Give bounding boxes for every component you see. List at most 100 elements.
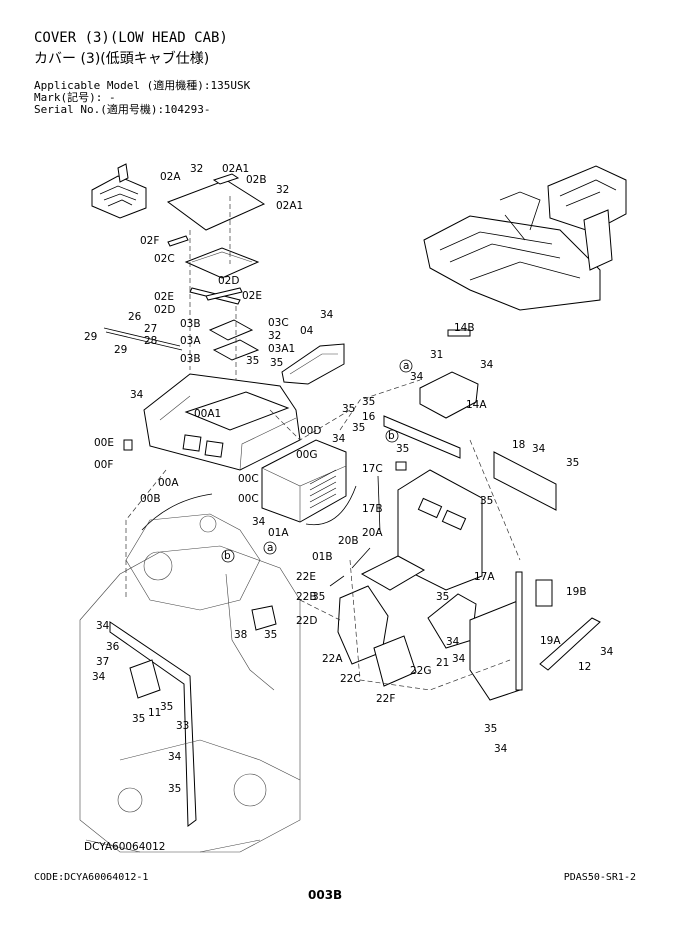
callout-label: 35 bbox=[312, 591, 325, 603]
part-22F bbox=[373, 635, 417, 687]
callout-label: 00C bbox=[238, 493, 259, 505]
callout-label: 17B bbox=[362, 503, 383, 515]
applicable-model: Applicable Model (適用機種):135USK bbox=[34, 79, 251, 92]
callout-label: 22B bbox=[296, 591, 317, 603]
callout-label: 35 bbox=[480, 495, 493, 507]
callout-label: 34 bbox=[452, 653, 466, 665]
callout-label: 35 bbox=[264, 629, 277, 641]
callout-label: 32 bbox=[190, 163, 203, 175]
part-01A bbox=[261, 439, 347, 523]
callout-label: 35 bbox=[168, 783, 181, 795]
callout-label: 01B bbox=[312, 551, 333, 563]
callout-label: 35 bbox=[396, 443, 409, 455]
callout-label: 22G bbox=[410, 665, 432, 677]
serial-number: Serial No.(適用号機):104293- bbox=[34, 103, 211, 116]
callout-label: 20A bbox=[362, 527, 383, 539]
callout-label: 03A bbox=[180, 335, 201, 347]
title-english: COVER (3)(LOW HEAD CAB) bbox=[34, 30, 228, 46]
assembly-lines bbox=[125, 196, 521, 691]
callout-label: 03B bbox=[180, 318, 201, 330]
callout-label: 34 bbox=[600, 646, 614, 658]
callout-label: 29 bbox=[114, 344, 127, 356]
callout-label: 22C bbox=[340, 673, 361, 685]
part-02A bbox=[166, 179, 266, 231]
callout-label: 03C bbox=[268, 317, 289, 329]
callout-label: 22F bbox=[376, 693, 395, 705]
callout-label: 04 bbox=[300, 325, 314, 337]
callout-label: 02A bbox=[160, 171, 181, 183]
callout-label: 35 bbox=[270, 357, 283, 369]
part-14A bbox=[419, 371, 479, 419]
callout-label: 14A bbox=[466, 399, 487, 411]
callout-label: 21 bbox=[436, 657, 449, 669]
circle-ref-b-2: b bbox=[221, 549, 235, 563]
footer-ref: PDAS50-SR1-2 bbox=[563, 872, 636, 883]
callout-label: 35 bbox=[160, 701, 173, 713]
callout-label: 34 bbox=[332, 433, 346, 445]
callout-label: 02D bbox=[154, 304, 175, 316]
callout-label: 35 bbox=[132, 713, 145, 725]
callout-label: 17C bbox=[362, 463, 383, 475]
callout-label: 34 bbox=[168, 751, 182, 763]
callout-label: 26 bbox=[128, 311, 142, 323]
part-18 bbox=[493, 451, 557, 511]
callout-label: 22E bbox=[296, 571, 316, 583]
callout-label: 17A bbox=[474, 571, 495, 583]
callout-label: 02E bbox=[154, 291, 174, 303]
callout-label: 00A bbox=[158, 477, 179, 489]
page-number: 003B bbox=[308, 888, 343, 902]
thumbnail-machine bbox=[423, 165, 627, 311]
callout-label: 00D bbox=[300, 425, 321, 437]
footer-code: CODE:DCYA60064012-1 bbox=[34, 872, 149, 883]
callout-label: 02F bbox=[140, 235, 159, 247]
callout-label: 02B bbox=[246, 174, 267, 186]
callout-label: 32 bbox=[276, 184, 289, 196]
callout-label: 00B bbox=[140, 493, 161, 505]
callout-label: 35 bbox=[566, 457, 579, 469]
callout-label: 00F bbox=[94, 459, 113, 471]
callout-label: 03A1 bbox=[268, 343, 295, 355]
callout-label: 02E bbox=[242, 290, 262, 302]
callout-label: 35 bbox=[342, 403, 355, 415]
callout-label: 35 bbox=[436, 591, 449, 603]
callout-label: 02C bbox=[154, 253, 175, 265]
callout-label: 02A1 bbox=[222, 163, 249, 175]
part-12 bbox=[539, 617, 601, 671]
callout-label: 03B bbox=[180, 353, 201, 365]
part-11 bbox=[109, 621, 197, 827]
callout-label: 19B bbox=[566, 586, 587, 598]
callout-label: 00G bbox=[296, 449, 318, 461]
figure-code: DCYA60064012 bbox=[84, 841, 165, 853]
callout-label: 34 bbox=[532, 443, 546, 455]
callout-label: 34 bbox=[252, 516, 266, 528]
callout-label: 16 bbox=[362, 411, 376, 423]
callout-label: 33 bbox=[176, 720, 189, 732]
callout-label: 27 bbox=[144, 323, 157, 335]
callout-label: 34 bbox=[92, 671, 106, 683]
callout-label: 35 bbox=[484, 723, 497, 735]
mark-line: Mark(記号): - bbox=[34, 91, 116, 104]
callout-label: 34 bbox=[446, 636, 460, 648]
svg-text:b: b bbox=[388, 430, 395, 442]
circle-ref-a-2: a bbox=[263, 541, 277, 555]
svg-text:b: b bbox=[224, 550, 231, 562]
title-japanese: カバー (3)(低頭キャブ仕様) bbox=[34, 51, 210, 67]
callout-label: 36 bbox=[106, 641, 120, 653]
callout-label: 34 bbox=[320, 309, 334, 321]
callout-label: 28 bbox=[144, 335, 157, 347]
callout-label: 01A bbox=[268, 527, 289, 539]
callout-label: 34 bbox=[410, 371, 424, 383]
callout-label: 11 bbox=[148, 707, 161, 719]
part-02C bbox=[184, 247, 260, 279]
machine-body-outline bbox=[79, 513, 301, 853]
callout-label: 35 bbox=[246, 355, 259, 367]
callout-label: 00C bbox=[238, 473, 259, 485]
callout-label: 14B bbox=[454, 322, 475, 334]
callout-label: 31 bbox=[430, 349, 443, 361]
callout-label: 34 bbox=[480, 359, 494, 371]
circle-ref-b-1: b bbox=[385, 429, 399, 443]
callout-label: 22D bbox=[296, 615, 317, 627]
callout-label: 34 bbox=[494, 743, 508, 755]
callout-label: 34 bbox=[130, 389, 144, 401]
